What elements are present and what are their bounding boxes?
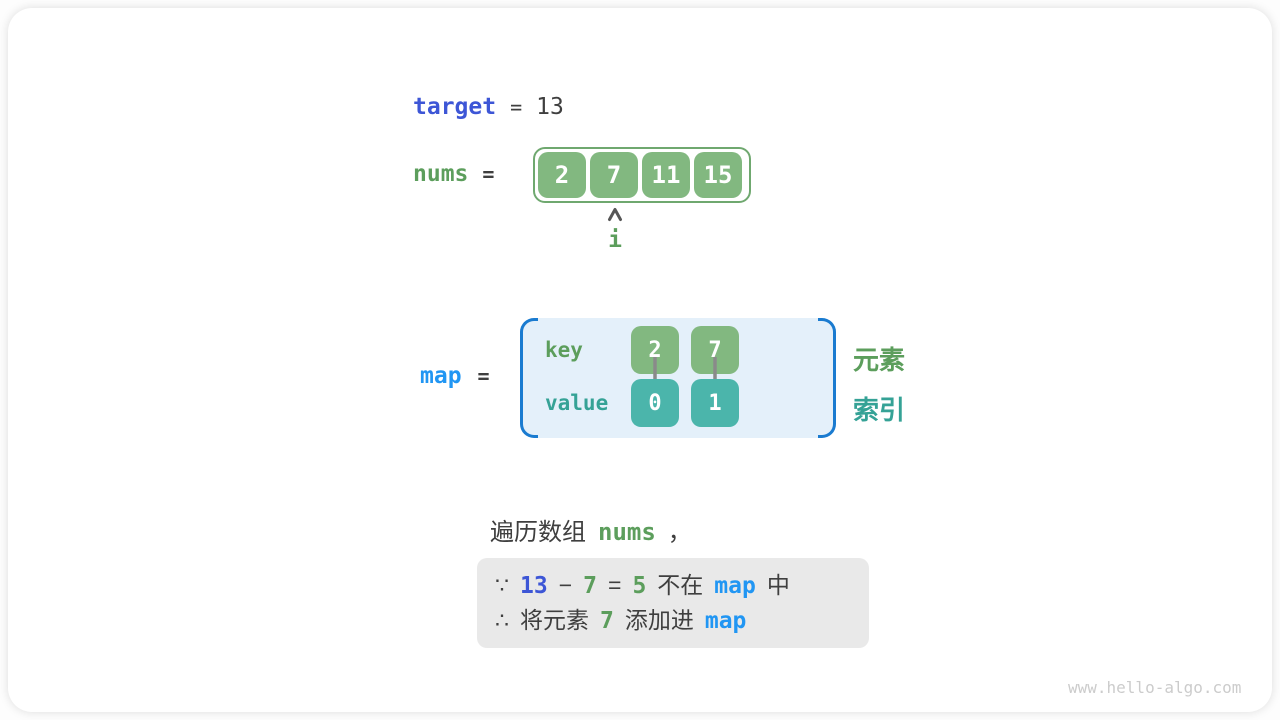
minus-sign: − xyxy=(558,572,573,598)
reasoning-note: ∵ 13 − 7 = 5 不在 map 中 ∴ 将元素 7 添加进 map xyxy=(477,558,869,648)
map-value-cell-1: 1 xyxy=(691,379,739,427)
note-difference-number: 5 xyxy=(632,573,647,599)
note-added-number: 7 xyxy=(600,608,614,634)
target-variable-label: target xyxy=(413,94,497,120)
index-pointer-caret-icon xyxy=(608,208,622,221)
nums-array-cell-0: 2 xyxy=(538,152,586,198)
map-entry-0: 2 0 xyxy=(631,326,679,427)
map-right-bracket xyxy=(818,318,836,438)
nums-variable-label: nums xyxy=(413,161,469,187)
note-add-into-text: 添加进 xyxy=(624,607,694,633)
traverse-comma: ， xyxy=(667,519,692,546)
note-line-2: ∴ 将元素 7 添加进 map xyxy=(495,603,851,638)
map-key-row-label: key xyxy=(545,338,583,362)
nums-array: 2 7 11 15 xyxy=(533,147,751,203)
website-watermark: www.hello-algo.com xyxy=(1068,678,1242,697)
traverse-prefix-text: 遍历数组 xyxy=(490,519,586,546)
note-map-code-2: map xyxy=(704,608,747,634)
target-line: target = 13 xyxy=(413,94,564,120)
target-equals-sign: = xyxy=(510,95,523,119)
nums-array-cell-2: 11 xyxy=(642,152,690,198)
map-variable-label: map xyxy=(420,363,462,389)
note-map-code: map xyxy=(714,573,756,599)
map-key-cell-1: 7 xyxy=(691,326,739,374)
map-equals-sign: = xyxy=(477,364,490,388)
map-value-row-label: value xyxy=(545,391,609,415)
traverse-nums-code: nums xyxy=(598,518,656,546)
because-symbol: ∵ xyxy=(495,573,509,598)
note-not-in-text: 不在 xyxy=(657,572,704,598)
nums-line: nums = xyxy=(413,161,494,187)
traverse-caption: 遍历数组 nums ， xyxy=(490,512,692,547)
note-line-1: ∵ 13 − 7 = 5 不在 map 中 xyxy=(495,568,851,603)
note-equals-sign: = xyxy=(608,572,622,598)
map-container: key value 2 0 7 1 xyxy=(520,318,836,438)
index-side-label: 索引 xyxy=(853,395,906,425)
map-line: map = xyxy=(420,363,490,389)
nums-array-cell-3: 15 xyxy=(694,152,742,198)
note-current-number: 7 xyxy=(583,573,597,599)
map-entry-1: 7 1 xyxy=(691,326,739,427)
note-in-text: 中 xyxy=(766,572,790,598)
nums-array-cell-1: 7 xyxy=(590,152,638,198)
nums-equals-sign: = xyxy=(482,162,495,186)
map-value-cell-0: 0 xyxy=(631,379,679,427)
map-left-bracket xyxy=(520,318,538,438)
index-pointer-label: i xyxy=(608,227,622,253)
target-value: 13 xyxy=(536,94,564,120)
therefore-symbol: ∴ xyxy=(495,608,509,633)
note-target-number: 13 xyxy=(520,573,548,599)
note-add-element-text: 将元素 xyxy=(520,607,589,633)
element-side-label: 元素 xyxy=(853,345,906,375)
